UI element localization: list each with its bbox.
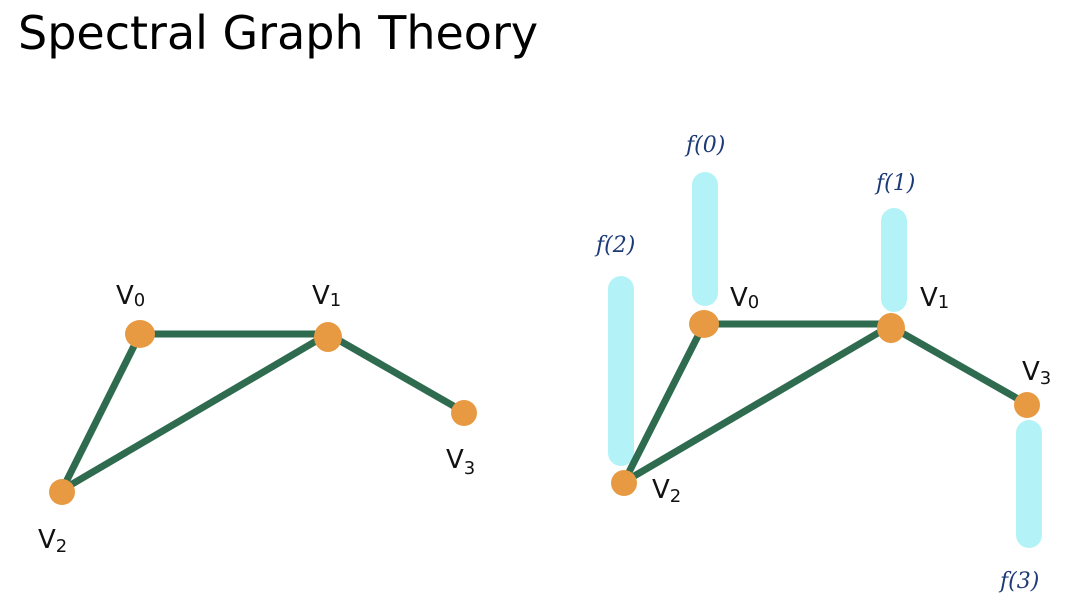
right-label-v0: V0 (730, 283, 759, 313)
function-bar-v3 (1016, 420, 1042, 548)
right-label-v1: V1 (920, 283, 949, 313)
function-bar-v0 (692, 172, 718, 306)
right-nodes (611, 310, 1040, 496)
function-bar-v1 (881, 208, 907, 312)
left-node-v0 (125, 320, 155, 348)
function-label-f3: f(3) (998, 569, 1039, 594)
right-node-v1 (877, 313, 905, 343)
right-vertex-labels: V0 V1 V2 V3 (652, 283, 1051, 507)
left-edge-v0-v2 (58, 330, 144, 494)
right-node-v3 (1014, 392, 1040, 418)
left-edge-v1-v2 (58, 330, 332, 494)
right-edge-v0-v2 (620, 320, 708, 486)
left-nodes (49, 320, 477, 505)
left-labels: V0 V1 V2 V3 (38, 281, 475, 557)
left-label-v3: V3 (446, 445, 475, 479)
left-label-v2: V2 (38, 525, 67, 557)
right-node-v0 (689, 310, 719, 338)
right-label-v2: V2 (652, 475, 681, 507)
function-label-f2: f(2) (594, 233, 635, 258)
function-bars (608, 172, 1042, 548)
left-node-v2 (49, 479, 75, 505)
right-edges (620, 320, 1031, 486)
function-bar-v2 (608, 276, 634, 466)
right-edge-v1-v2 (620, 322, 894, 486)
function-labels: f(0) f(1) f(2) f(3) (594, 133, 1039, 594)
function-label-f0: f(0) (684, 133, 725, 158)
function-label-f1: f(1) (874, 171, 915, 196)
right-graph: V0 V1 V2 V3 f(0) f(1) f(2) f(3) (594, 133, 1051, 594)
slide-title: Spectral Graph Theory (18, 6, 539, 60)
left-label-v0: V0 (116, 281, 145, 311)
left-graph: V0 V1 V2 V3 (38, 281, 477, 557)
left-edge-v1-v3 (324, 330, 468, 416)
right-edge-v1-v3 (886, 322, 1031, 408)
right-label-v3: V3 (1022, 357, 1051, 389)
left-edges (58, 330, 468, 494)
left-node-v3 (451, 400, 477, 426)
left-node-v1 (314, 322, 342, 352)
left-label-v1: V1 (312, 281, 341, 311)
right-node-v2 (611, 470, 637, 496)
